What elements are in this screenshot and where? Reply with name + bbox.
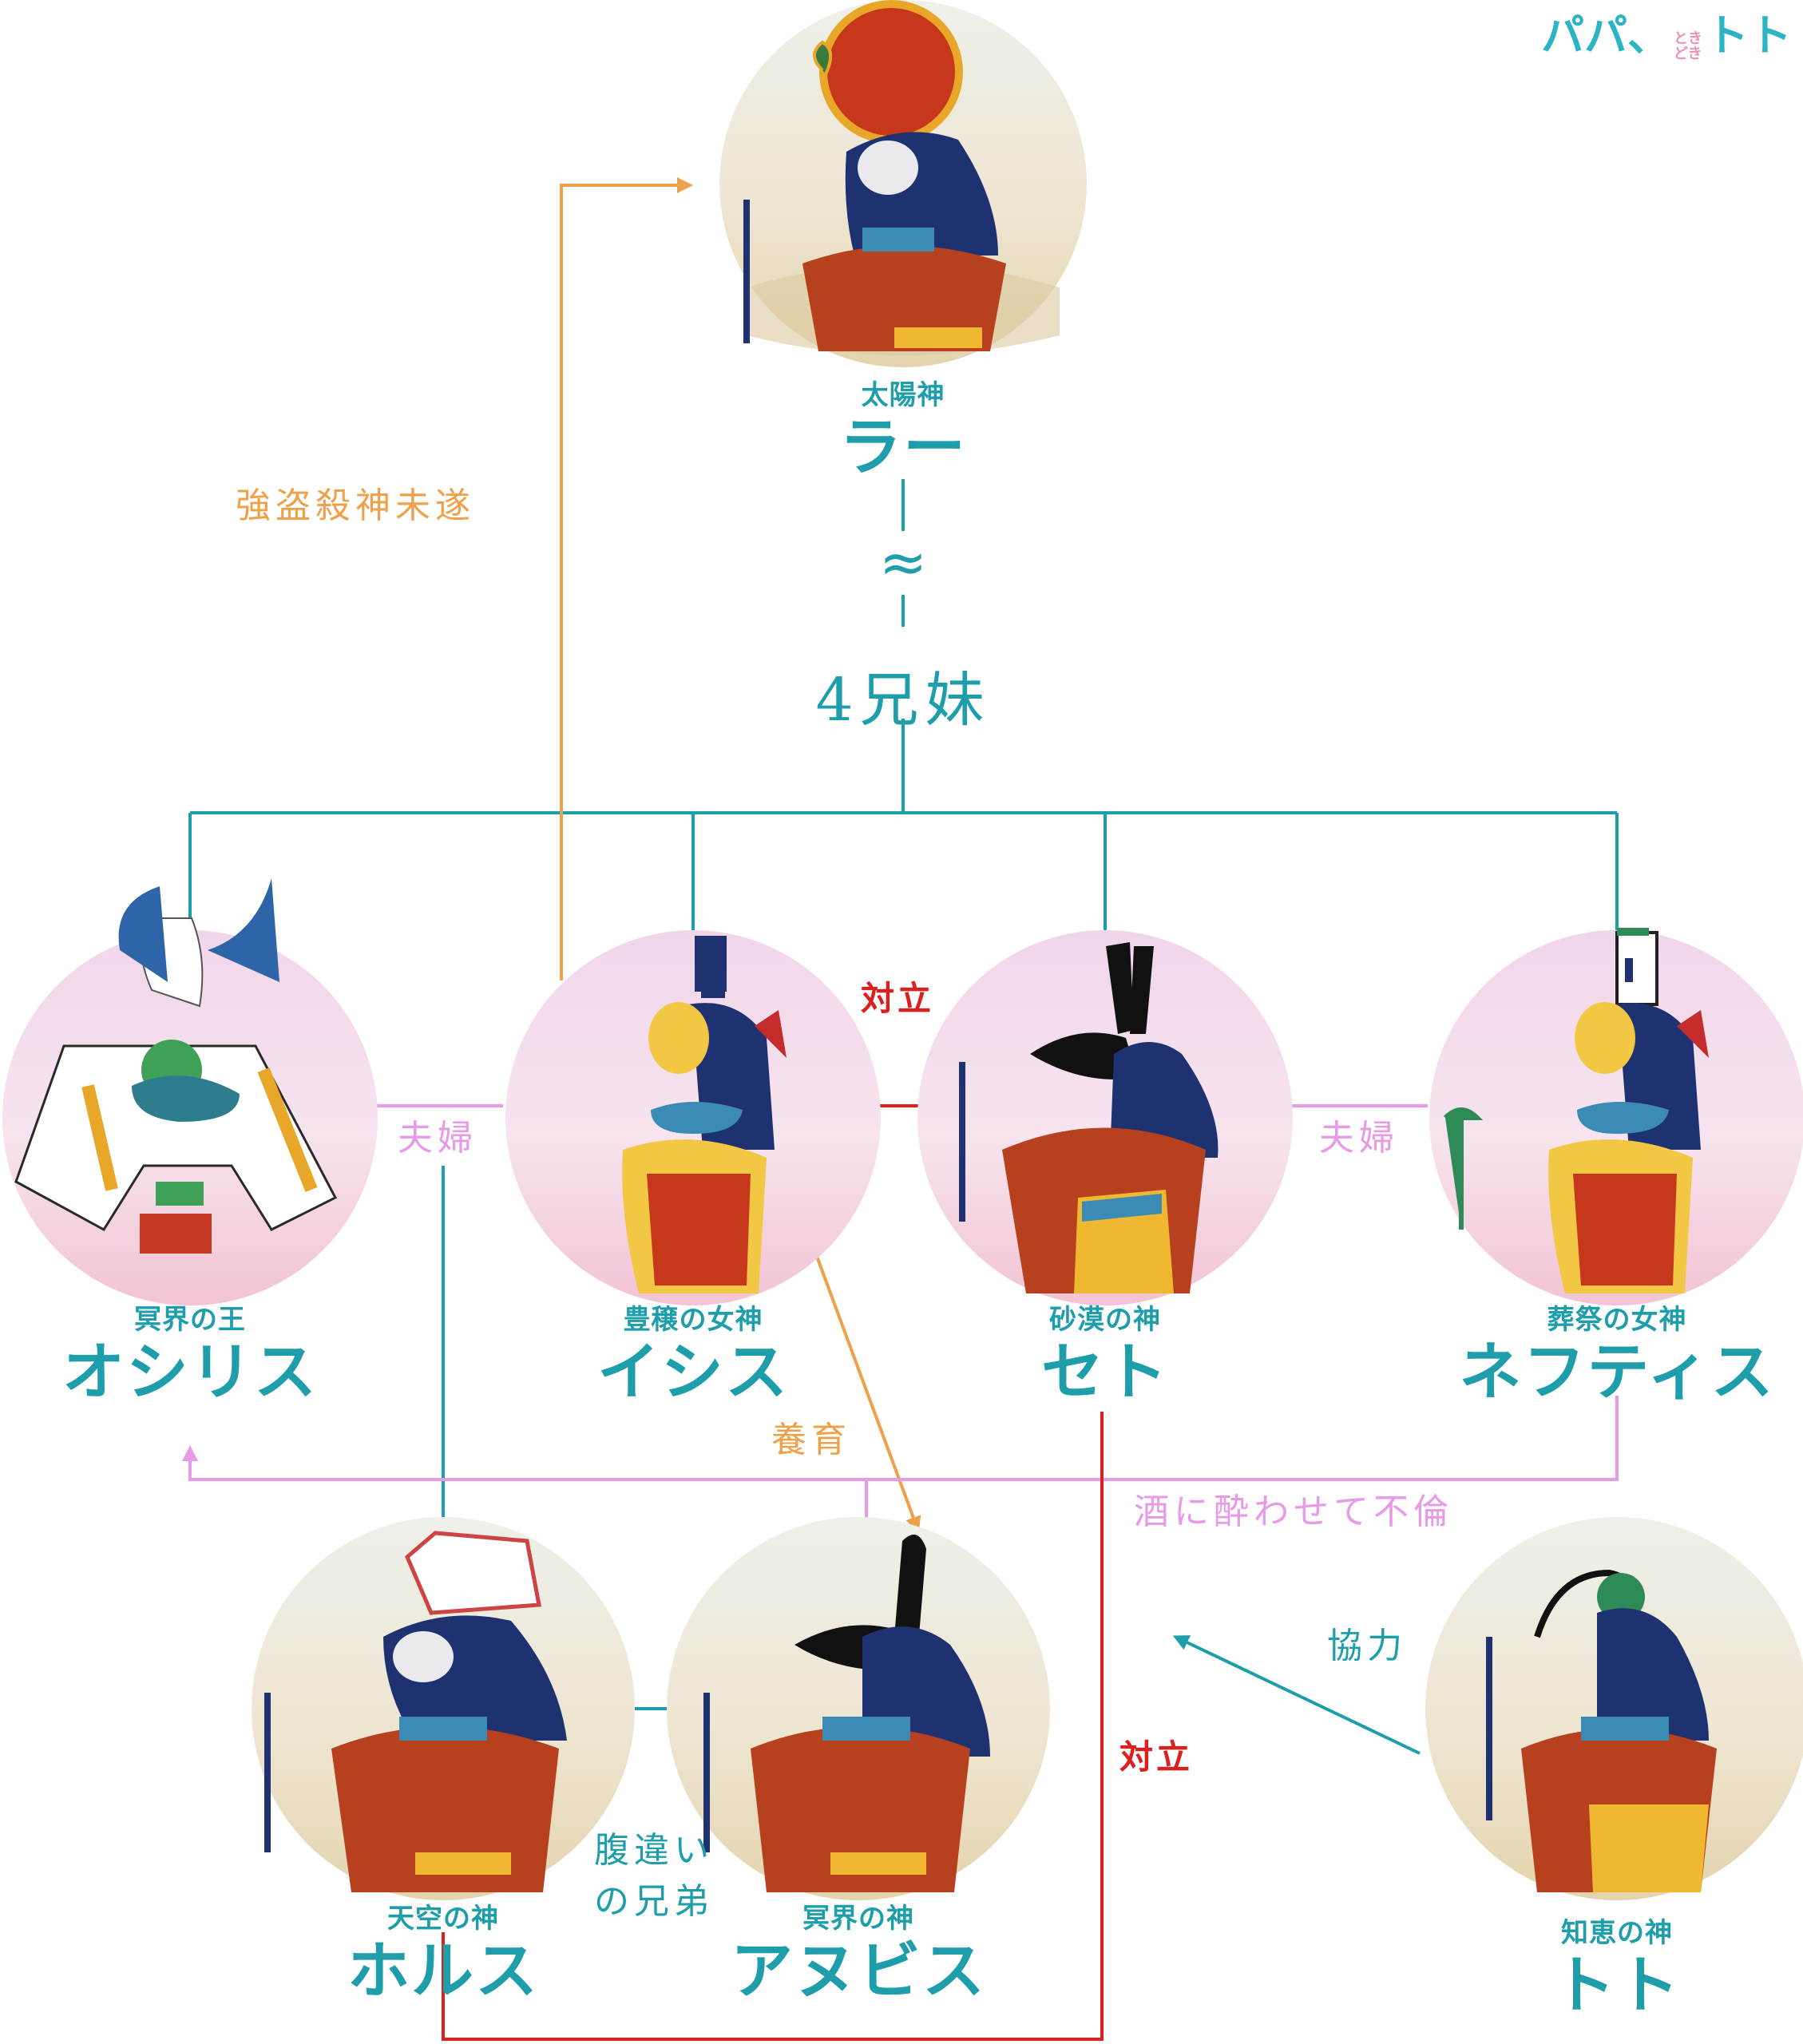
ra-portrait	[719, 0, 1087, 367]
nephthys-title: 葬祭の女神	[1547, 1304, 1687, 1336]
cooperation-label: 協力	[1327, 1626, 1407, 1666]
ra-name: ラー	[838, 412, 967, 484]
siblings-label: 4兄妹	[815, 666, 991, 735]
pink-lines	[182, 1104, 1619, 1531]
set-portrait	[917, 930, 1293, 1305]
set-title: 砂漠の神	[1049, 1304, 1161, 1336]
rivalry-label-bottom: 対立	[1119, 1737, 1194, 1777]
isis-name: イシス	[596, 1337, 789, 1408]
affair-label: 酒に酔わせて不倫	[1134, 1491, 1453, 1532]
horus-title: 天空の神	[387, 1903, 499, 1935]
logo-tail: トト	[1706, 10, 1792, 61]
isis-caption: 豊穣の女神 イシス	[533, 1306, 853, 1404]
sibling-lines	[188, 479, 1619, 1755]
anubis-portrait	[667, 1517, 1050, 1900]
anubis-caption: 冥界の神 アヌビス	[699, 1905, 1018, 2002]
thoth-title: 知恵の神	[1561, 1917, 1673, 1949]
half-brothers-label-line2: の兄弟	[594, 1881, 714, 1922]
half-brothers-label-line1: 腹違い	[594, 1830, 714, 1871]
osiris-caption: 冥界の王 オシリス	[14, 1306, 366, 1404]
couple-label-right: 夫婦	[1319, 1118, 1399, 1159]
attempted-kill-label: 強盗殺神未遂	[236, 485, 475, 526]
horus-caption: 天空の神 ホルス	[299, 1905, 587, 2002]
nephthys-name: ネフティス	[1459, 1337, 1775, 1408]
logo-sub-bottom: どき	[1674, 45, 1702, 62]
logo-main: パパ、	[1541, 10, 1670, 61]
site-logo: パパ、ときどきトト	[1541, 14, 1792, 62]
ra-title: 太陽神	[861, 379, 945, 411]
thoth-portrait	[1425, 1517, 1803, 1900]
set-name: セト	[1040, 1337, 1169, 1408]
logo-sub-top: とき	[1674, 30, 1702, 47]
osiris-name: オシリス	[61, 1337, 318, 1408]
osiris-portrait	[2, 878, 378, 1305]
anubis-name: アヌビス	[730, 1935, 986, 2007]
isis-portrait	[505, 930, 881, 1305]
isis-title: 豊穣の女神	[623, 1304, 763, 1336]
approx-symbol: ≈	[878, 529, 928, 596]
anubis-title: 冥界の神	[802, 1903, 914, 1935]
thoth-name: トト	[1552, 1950, 1681, 2022]
rivalry-label-top: 対立	[861, 979, 935, 1018]
osiris-title: 冥界の王	[134, 1304, 246, 1336]
ra-caption: 太陽神 ラー	[799, 382, 1007, 479]
thoth-caption: 知恵の神 トト	[1489, 1919, 1745, 2017]
rivalry-lines	[442, 1104, 1104, 2041]
nephthys-portrait	[1429, 928, 1803, 1305]
upbringing-label: 養育	[771, 1420, 851, 1460]
couple-label-left: 夫婦	[398, 1118, 477, 1159]
set-caption: 砂漠の神 セト	[961, 1306, 1249, 1404]
horus-portrait	[252, 1517, 635, 1900]
horus-name: ホルス	[347, 1935, 539, 2007]
nephthys-caption: 葬祭の女神 ネフティス	[1409, 1306, 1803, 1404]
